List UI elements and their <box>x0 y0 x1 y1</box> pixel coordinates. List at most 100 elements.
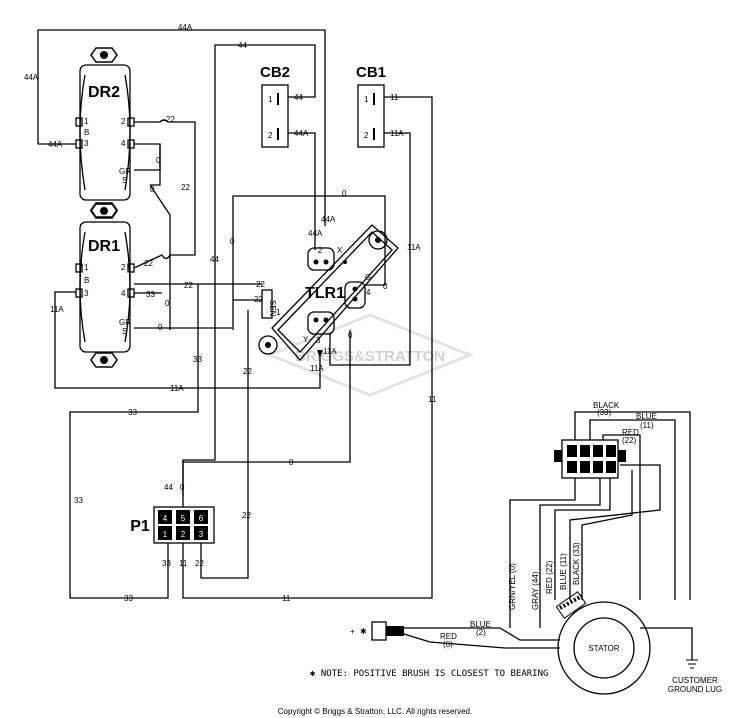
pin-label: 4 <box>121 289 126 298</box>
dr2-label: DR2 <box>88 84 120 101</box>
wire-label: 22 <box>256 280 265 289</box>
wire-label: 0 <box>383 282 388 291</box>
lead-label: BLACK (33) <box>572 542 581 585</box>
mount-hole-icon <box>90 202 118 218</box>
pin-label: 2 <box>121 117 126 126</box>
wire-label: 22 <box>181 183 190 192</box>
wire-label: 11 <box>390 93 399 102</box>
wires <box>37 29 433 599</box>
wire-label: 33 <box>162 559 171 568</box>
wire-label: 11A <box>310 364 324 373</box>
ground-lug-label: CUSTOMER <box>672 676 718 685</box>
lead-label: GRN/YEL (0) <box>508 563 517 610</box>
lead-label: BLUE (11) <box>559 553 568 590</box>
pin-label: 2 <box>268 131 273 140</box>
pin-label: 1 <box>276 308 281 317</box>
wire-label: 33 <box>128 408 137 417</box>
wire-label: 0 <box>150 185 155 194</box>
pin-label: S <box>122 176 127 185</box>
pin-label: 2 <box>121 263 126 272</box>
pin-label: S <box>122 327 127 336</box>
watermark-text: BRIGGS&STRATTON <box>295 348 445 365</box>
pin-label: G <box>365 273 371 282</box>
wire-label: 44 <box>238 41 247 50</box>
lead-label: BLUE <box>636 412 657 421</box>
mount-hole-icon <box>90 47 118 63</box>
dr1-label: DR1 <box>88 238 120 255</box>
tlr1-relay: 2 X G 4 1 Y 3 SEN TLR1 <box>258 224 399 361</box>
ground-lug-label: GROUND LUG <box>668 685 722 694</box>
dr2-rectifier: DR2 1 B 3 2 4 GR S <box>75 47 135 219</box>
cb2-label: CB2 <box>260 64 290 81</box>
pin-label: 3 <box>84 139 89 148</box>
pin-label: Y <box>303 335 309 344</box>
pin-label: 4 <box>163 514 168 523</box>
wire-label: 44 <box>294 93 303 102</box>
wire-label: 22 <box>254 295 263 304</box>
pin-label: B <box>84 128 89 137</box>
lead-label: RED (22) <box>545 560 554 594</box>
wire-label: 44 <box>210 255 219 264</box>
asterisk-icon: ✱ <box>360 627 367 636</box>
lead-label: (33) <box>597 408 612 417</box>
pin-label: 1 <box>84 263 89 272</box>
wire-label: 11A <box>390 129 404 138</box>
wire-label: 11A <box>407 243 421 252</box>
wire-label: 0 <box>156 156 161 165</box>
lead-label: BLACK <box>593 401 620 410</box>
wire-label: 11A <box>170 384 184 393</box>
wire-label: 33 <box>193 355 202 364</box>
wire-label: 22 <box>144 259 153 268</box>
pin-label: 1 <box>364 95 369 104</box>
wire-label: 11A <box>50 305 64 314</box>
wire-label: 44A <box>48 140 63 149</box>
wire-label: 0 <box>289 458 294 467</box>
wire-label: 0 <box>158 323 163 332</box>
pin-label: 2 <box>364 131 369 140</box>
cb1-breaker: CB1 1 2 <box>356 64 386 148</box>
wire-label: 44A <box>24 73 39 82</box>
lead-label: (22) <box>622 436 637 445</box>
stator-section: BLACK (33) BLUE (11) RED (22) GRN/YEL (0… <box>350 401 722 695</box>
lead-label: GRAY (44) <box>531 571 540 610</box>
wire-label: 44A <box>308 229 323 238</box>
pin-label: 2 <box>318 246 323 255</box>
brush-plus-label: + <box>350 627 355 636</box>
wire-label: 33 <box>146 290 155 299</box>
pin-label: 2 <box>181 530 186 539</box>
wire-label: 44A <box>294 129 309 138</box>
pin-label: 1 <box>268 95 273 104</box>
tlr1-label: TLR1 <box>305 285 345 302</box>
wire-label: 0 <box>342 189 347 198</box>
stator-label: STATOR <box>588 644 619 653</box>
lead-label: (11) <box>640 421 654 430</box>
wire-label: 33 <box>124 594 133 603</box>
wire-label: 44A <box>321 215 336 224</box>
wire-label: 11 <box>282 594 291 603</box>
cb1-label: CB1 <box>356 64 386 81</box>
lead-label: BLUE <box>470 620 491 629</box>
wire-label: 44A <box>178 23 193 32</box>
wire-label: 33 <box>74 496 83 505</box>
p1-label: P1 <box>130 518 150 535</box>
wire-label: 22 <box>242 511 251 520</box>
note-text: ✱ NOTE: POSITIVE BRUSH IS CLOSEST TO BEA… <box>310 669 548 679</box>
wire-label: 22 <box>195 559 204 568</box>
pin-label: 3 <box>199 530 204 539</box>
wire-label: 11A <box>323 347 337 356</box>
wire-label: 11 <box>428 395 437 404</box>
pin-label: B <box>84 276 89 285</box>
p1-connector: P1 4 5 6 1 2 3 <box>130 506 215 544</box>
wire-label: 0 <box>348 331 353 340</box>
pin-label: 1 <box>163 530 168 539</box>
pin-label: X <box>337 246 343 255</box>
copyright-text: Copyright © Briggs & Stratton, LLC. All … <box>278 707 472 716</box>
pin-label: SEN <box>268 300 277 317</box>
pin-label: 5 <box>181 514 186 523</box>
wire-label: 22 <box>166 115 175 124</box>
watermark: BRIGGS&STRATTON <box>265 313 475 397</box>
wire-labels: 44A 44A 44A 44 44 44A 11 11A 22 0 22 0 0… <box>24 23 437 603</box>
wire-label: 0 <box>230 237 235 246</box>
pin-label: 3 <box>316 336 321 345</box>
